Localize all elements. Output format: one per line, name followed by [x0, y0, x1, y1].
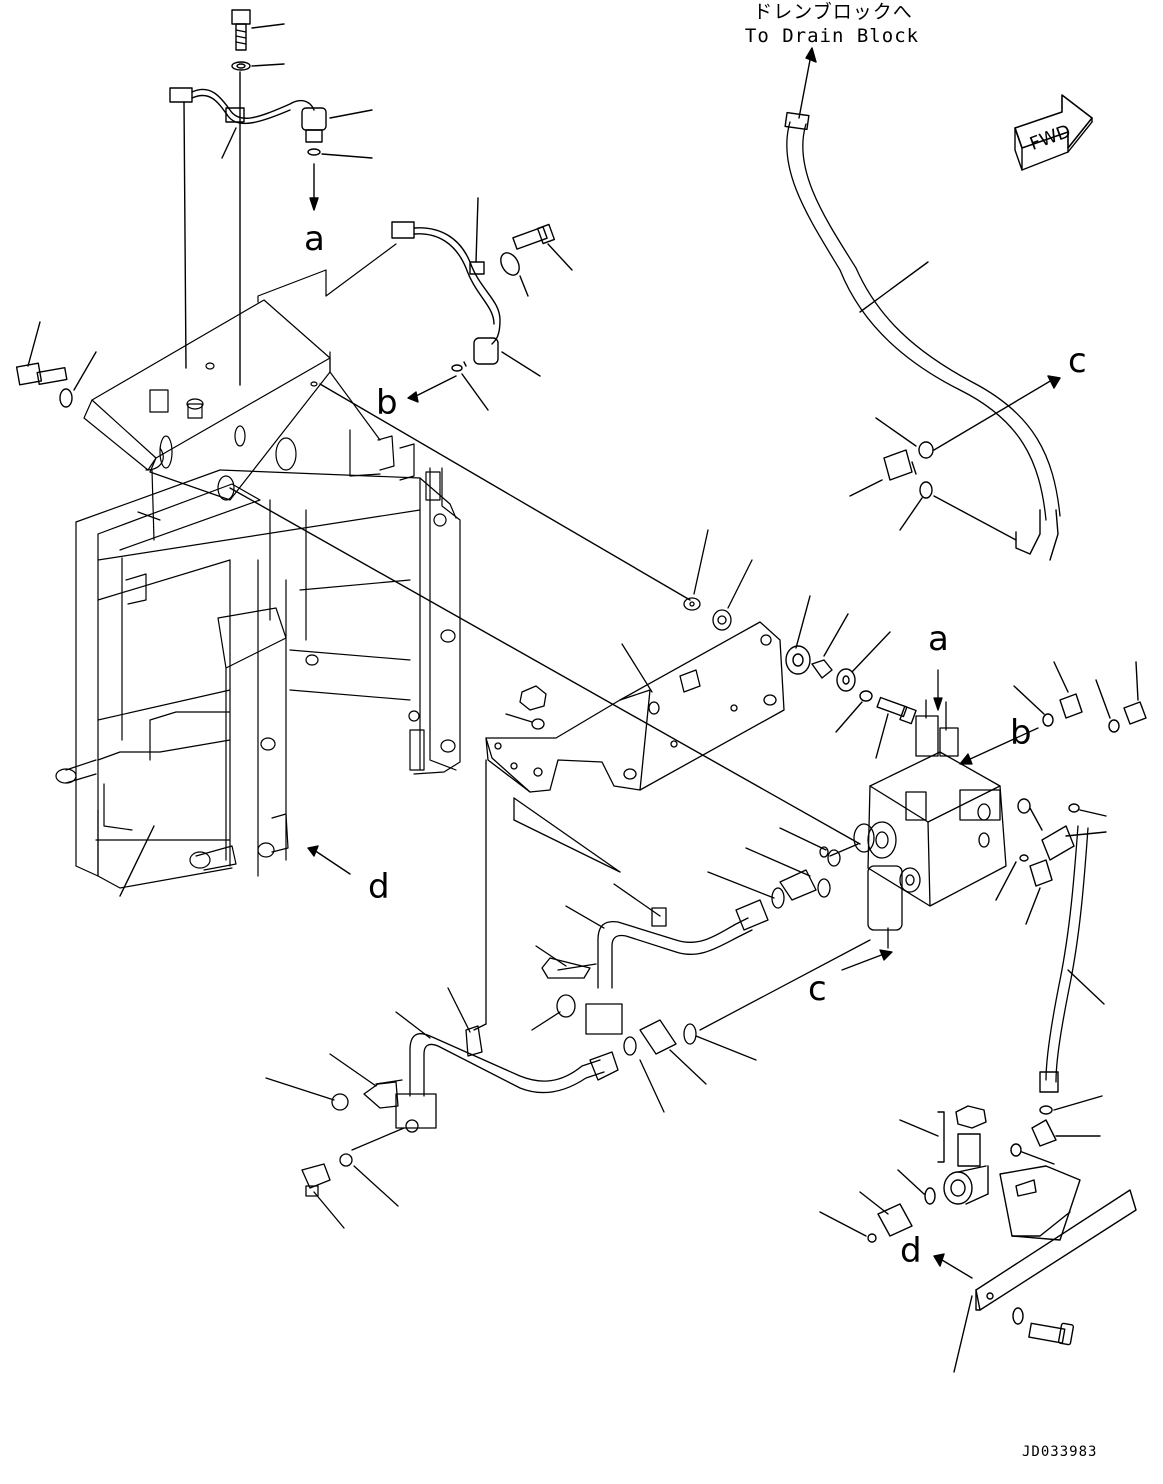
right-hose [1010, 825, 1105, 1165]
callout-b-left: b [376, 383, 398, 423]
callout-d-frame: d [368, 867, 390, 907]
fwd-arrow-icon: FWD [1014, 94, 1093, 171]
drawing-code: JD033983 [1022, 1444, 1098, 1460]
left-bolt [15, 321, 97, 408]
tee-fitting [819, 1105, 1137, 1373]
spacer-stack [785, 595, 917, 759]
valve-fittings [995, 661, 1147, 925]
fwd-label: FWD [1027, 121, 1074, 155]
drain-arrow [798, 47, 817, 119]
top-bolt-assembly [169, 9, 373, 386]
drain-block-label-jp: ドレンブロックへ [753, 1, 913, 23]
drain-block-label-en: To Drain Block [744, 25, 920, 47]
pressure-switch-b [391, 197, 573, 411]
callout-d-bracket: d [900, 1231, 922, 1271]
frame-structure [55, 299, 461, 889]
frame-leaders [119, 383, 861, 897]
hydraulic-pipes [265, 827, 871, 1229]
callout-a-valve: a [928, 619, 949, 659]
mounting-bracket [485, 529, 785, 1025]
callout-c-hose: c [1068, 341, 1087, 381]
section-break-line [257, 243, 397, 303]
callout-a-upper: a [304, 219, 325, 259]
callout-b-valve: b [1010, 713, 1032, 753]
control-valve [841, 669, 1039, 971]
drain-hose [784, 111, 1061, 561]
callout-c-valve: c [808, 969, 827, 1009]
